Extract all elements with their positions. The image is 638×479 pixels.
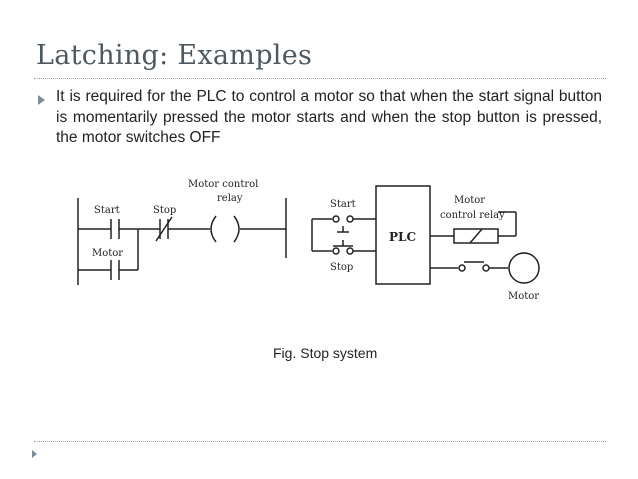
- ladder-stop-label: Stop: [153, 205, 176, 216]
- bullet-text: It is required for the PLC to control a …: [56, 88, 602, 146]
- wiring-motor-label: Motor: [508, 291, 539, 302]
- motor-icon: [508, 252, 540, 284]
- wiring-stop-label: Stop: [330, 262, 353, 273]
- ladder-relay-label-line1: Motor control: [188, 179, 258, 190]
- relay-contact-terminal-icon: [458, 264, 466, 272]
- footer-arrow-icon: [32, 450, 37, 458]
- figure-caption: Fig. Stop system: [273, 345, 378, 361]
- slide-title: Latching: Examples: [36, 40, 313, 71]
- plc-box: [375, 185, 431, 285]
- ladder-relay-label-line2: relay: [217, 193, 243, 204]
- motor-contact-icon: [110, 260, 120, 280]
- bullet-arrow-icon: [38, 95, 45, 105]
- relay-coil-icon: [210, 215, 240, 243]
- wiring-start-label: Start: [330, 199, 356, 210]
- footer-divider: [34, 441, 606, 442]
- title-divider: [34, 78, 606, 79]
- wiring-relay-label-line1: Motor: [454, 195, 485, 206]
- ladder-motor-label: Motor: [92, 248, 123, 259]
- stop-button-terminal-icon: [332, 247, 340, 255]
- start-button-terminal-icon: [332, 215, 340, 223]
- plc-label: PLC: [389, 230, 416, 244]
- wiring-relay-label-line2: control relay: [440, 210, 505, 221]
- start-contact-icon: [110, 219, 120, 239]
- stop-contact-icon: [155, 216, 173, 242]
- ladder-start-label: Start: [94, 205, 120, 216]
